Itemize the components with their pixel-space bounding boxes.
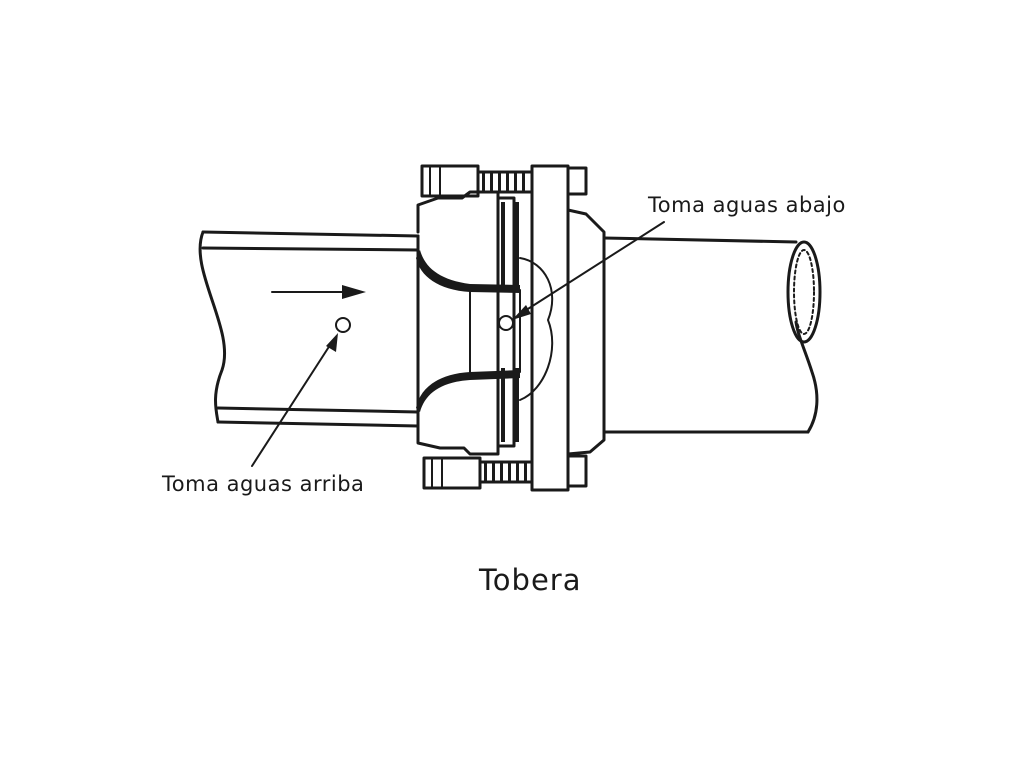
leader-downstream xyxy=(512,221,665,320)
downstream-tap-hole xyxy=(498,315,514,331)
nozzle-plate xyxy=(496,196,519,448)
flow-arrow-icon xyxy=(271,285,366,299)
upstream-pipe xyxy=(198,230,420,428)
left-flange xyxy=(416,190,500,456)
downstream-tap-label: Toma aguas abajo xyxy=(648,193,846,217)
diagram-caption: Tobera xyxy=(479,563,582,597)
bottom-bolt xyxy=(422,454,588,490)
right-flange xyxy=(519,164,606,492)
upstream-tap-hole xyxy=(335,317,351,333)
upstream-tap-label: Toma aguas arriba xyxy=(162,472,365,496)
leader-upstream xyxy=(251,333,338,467)
downstream-pipe xyxy=(602,236,822,434)
top-bolt xyxy=(420,164,588,198)
nozzle-throat xyxy=(416,250,521,412)
